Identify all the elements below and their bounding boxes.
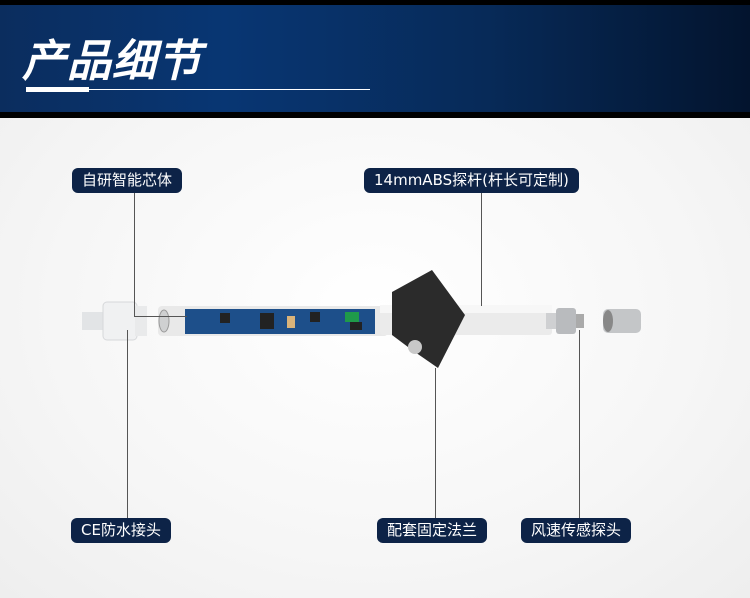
flange-leader-line xyxy=(435,368,436,518)
label-core: 自研智能芯体 xyxy=(72,168,183,193)
pcb-board-image xyxy=(185,309,375,334)
label-rod: 14mmABS探杆(杆长可定制) xyxy=(364,168,579,193)
connector-leader-line xyxy=(127,330,128,518)
header: 产品细节 xyxy=(0,0,750,118)
probe-leader-line xyxy=(579,330,580,518)
core-leader-line xyxy=(134,193,135,317)
core-leader-line-h xyxy=(134,316,187,317)
label-flange: 配套固定法兰 xyxy=(377,518,488,543)
page-title: 产品细节 xyxy=(22,36,202,87)
title-underline xyxy=(89,89,370,90)
wind-speed-probe-image xyxy=(546,308,641,334)
banner xyxy=(0,5,750,112)
rod-leader-line xyxy=(481,193,482,306)
title-underline-accent xyxy=(26,87,89,92)
mounting-flange-image xyxy=(392,270,465,368)
waterproof-connector-image xyxy=(82,301,147,341)
label-connector: CE防水接头 xyxy=(71,518,171,543)
label-probe: 风速传感探头 xyxy=(521,518,632,543)
